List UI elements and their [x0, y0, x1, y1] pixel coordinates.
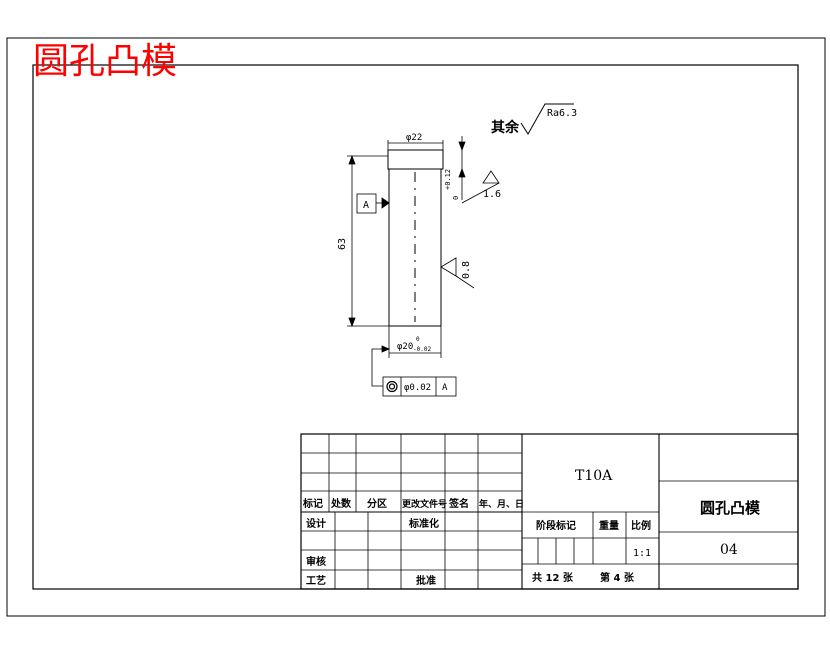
scale-header: 比例 — [631, 519, 651, 532]
concentricity-icon — [386, 380, 398, 393]
header-sign: 签名 — [448, 497, 469, 510]
bottom-dia-label: φ20 — [397, 342, 413, 352]
tol-upper-label: +0.12 — [444, 169, 452, 190]
header-mark: 标记 — [302, 497, 323, 510]
tol-lower-label: 0 — [452, 196, 460, 200]
header-date: 年、月、日 — [479, 498, 524, 510]
datum-label: A — [363, 200, 369, 211]
header-change-doc: 更改文件号 — [402, 498, 447, 510]
design-label: 设计 — [306, 517, 326, 530]
head-thickness-dimension — [458, 136, 466, 200]
surface-note-prefix: 其余 — [491, 119, 520, 136]
length-label: 63 — [337, 238, 348, 250]
process-label: 工艺 — [306, 574, 326, 587]
header-zone: 分区 — [367, 497, 387, 510]
roughness-1-6-icon — [461, 170, 500, 204]
surface-note-value: Ra6.3 — [547, 108, 577, 119]
top-dia-label: φ22 — [406, 133, 422, 143]
sheet-total: 共 12 张 — [532, 571, 574, 584]
drawing-title: 圆孔凸模 — [33, 41, 177, 82]
scale-value: 1:1 — [633, 548, 651, 559]
part-outline — [387, 149, 444, 327]
gdt-datum: A — [442, 383, 448, 393]
roughness-symbol-icon — [520, 103, 574, 135]
datum-marker — [356, 193, 390, 214]
roughness-0-8-icon — [440, 257, 475, 289]
outer-border — [6, 37, 826, 617]
weight-label: 重量 — [599, 519, 619, 532]
bottom-dia-dimension — [388, 326, 442, 358]
title-block — [300, 433, 799, 590]
sheet-number: 第 4 张 — [600, 571, 635, 584]
header-count: 处数 — [330, 497, 352, 510]
bottom-tol-upper: 0 — [416, 336, 420, 343]
review-label: 审核 — [306, 555, 326, 568]
rough-side-label: 1.6 — [483, 189, 501, 200]
standardize-label: 标准化 — [408, 517, 439, 530]
gdt-tolerance: φ0.02 — [404, 383, 431, 393]
length-dimension — [347, 154, 389, 328]
rough-body-label: 0.8 — [461, 261, 472, 279]
inner-frame — [32, 64, 799, 590]
bottom-tol-lower: -0.02 — [413, 346, 431, 353]
approve-label: 批准 — [416, 574, 436, 587]
part-name-label: 圆孔凸模 — [700, 499, 761, 517]
gdt-frame — [371, 345, 457, 397]
material-label: T10A — [575, 468, 613, 484]
top-dia-dimension — [387, 140, 444, 150]
stage-mark-label: 阶段标记 — [536, 519, 576, 532]
drawing-number: 04 — [720, 542, 738, 558]
